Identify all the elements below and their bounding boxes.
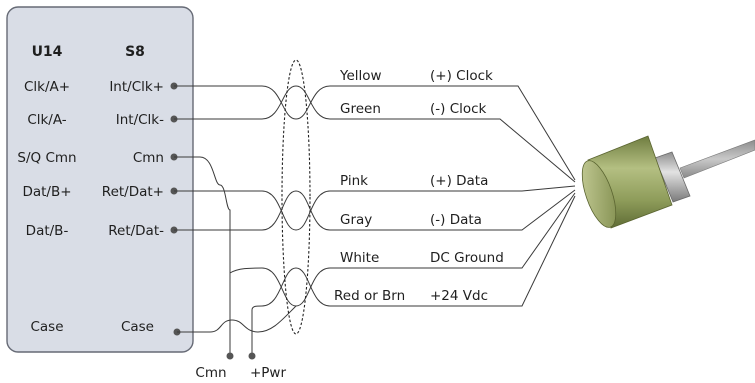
sensor-icon (581, 135, 755, 229)
s8-label-ret-dat-minus: Ret/Dat- (108, 223, 164, 239)
wire-color-green: Green (340, 101, 381, 117)
wire-signal-minus-clock: (-) Clock (430, 101, 487, 117)
pwr-terminal-label: +Pwr (250, 365, 286, 381)
wire-color-white: White (340, 250, 379, 266)
u14-label-dat-b-minus: Dat/B- (26, 223, 69, 239)
module-col2-header: S8 (125, 44, 145, 60)
module-box (6, 6, 194, 353)
wire-signal-dc-ground: DC Ground (430, 250, 504, 266)
data-pair-wires (174, 185, 576, 231)
power-pair-wires (174, 156, 576, 356)
wire-color-gray: Gray (340, 212, 372, 228)
cable-shield-ellipse (281, 59, 311, 335)
cmn-terminal-label: Cmn (195, 365, 226, 381)
s8-label-ret-dat-plus: Ret/Dat+ (102, 184, 164, 200)
module-col1-header: U14 (32, 44, 63, 60)
wire-color-red-or-brn: Red or Brn (334, 288, 405, 304)
terminal-cmn-bottom (226, 352, 234, 360)
s8-label-int-clk-plus: Int/Clk+ (109, 79, 164, 95)
wire-signal-plus-24vdc: +24 Vdc (430, 288, 488, 304)
case-wire (177, 305, 297, 333)
clock-pair-wires (174, 85, 576, 183)
u14-label-case: Case (30, 319, 63, 335)
wire-signal-minus-data: (-) Data (430, 212, 482, 228)
s8-label-case: Case (121, 319, 154, 335)
wire-color-pink: Pink (340, 173, 368, 189)
wire-signal-plus-data: (+) Data (430, 173, 488, 189)
terminal-pwr-bottom (248, 352, 256, 360)
u14-label-sq-cmn: S/Q Cmn (17, 150, 76, 166)
s8-label-cmn: Cmn (133, 150, 164, 166)
wire-color-yellow: Yellow (339, 68, 382, 84)
wire-signal-plus-clock: (+) Clock (430, 68, 493, 84)
u14-label-dat-b-plus: Dat/B+ (22, 184, 71, 200)
u14-label-clk-a-minus: Clk/A- (27, 112, 66, 128)
u14-label-clk-a-plus: Clk/A+ (24, 79, 70, 95)
s8-label-int-clk-minus: Int/Clk- (116, 112, 164, 128)
